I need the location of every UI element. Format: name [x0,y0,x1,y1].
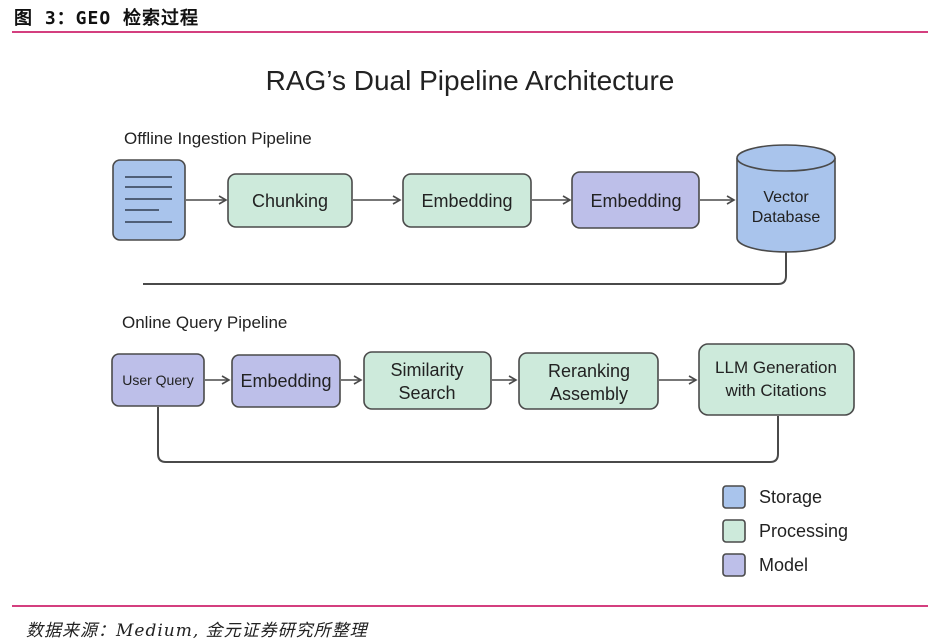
connector-query-to-llm [157,407,779,463]
bottom-divider [12,605,928,607]
vector-database-node: Vector Database [736,144,836,253]
figure-title: 图 3：GEO 检索过程 [14,8,200,29]
legend-swatch-processing [722,519,746,543]
similarity-search-label-line1: Similarity [390,360,463,380]
llm-generation-label-line1: LLM Generation [715,358,837,377]
embedding-processing-label: Embedding [421,191,512,211]
legend-swatch-storage [722,485,746,509]
legend-label-model: Model [759,555,808,575]
reranking-node: Reranking Assembly [518,352,659,410]
vector-database-label-line1: Vector [763,189,809,206]
embedding-model-node: Embedding [571,171,700,229]
chunking-label: Chunking [252,191,328,211]
connector-db-to-online [143,252,787,285]
llm-generation-label-line2: with Citations [724,381,826,400]
vector-database-label-line2: Database [752,209,821,226]
reranking-label-line2: Assembly [550,384,628,404]
offline-pipeline-label: Offline Ingestion Pipeline [124,129,312,148]
document-icon [125,176,172,223]
legend-label-storage: Storage [759,487,822,507]
diagram-title: RAG’s Dual Pipeline Architecture [266,65,675,96]
reranking-label-line1: Reranking [548,361,630,381]
legend-item-model: Model [722,553,808,577]
user-query-node: User Query [111,353,205,407]
legend-swatch-model [722,553,746,577]
query-embedding-label: Embedding [240,371,331,391]
llm-generation-node: LLM Generation with Citations [698,343,855,416]
legend-item-storage: Storage [722,485,822,509]
figure-source: 数据来源：Medium, 金元证券研究所整理 [26,621,368,641]
online-pipeline-label: Online Query Pipeline [122,313,287,332]
document-node [112,159,186,241]
query-embedding-node: Embedding [231,354,341,408]
embedding-model-label: Embedding [590,191,681,211]
legend-label-processing: Processing [759,521,848,541]
similarity-search-node: Similarity Search [363,351,492,410]
similarity-search-label-line2: Search [398,383,455,403]
chunking-node: Chunking [227,173,353,228]
legend-item-processing: Processing [722,519,848,543]
user-query-label: User Query [122,372,194,388]
legend: Storage Processing Model [722,485,848,577]
embedding-processing-node: Embedding [402,173,532,228]
database-icon [736,144,836,253]
top-divider [12,31,928,33]
